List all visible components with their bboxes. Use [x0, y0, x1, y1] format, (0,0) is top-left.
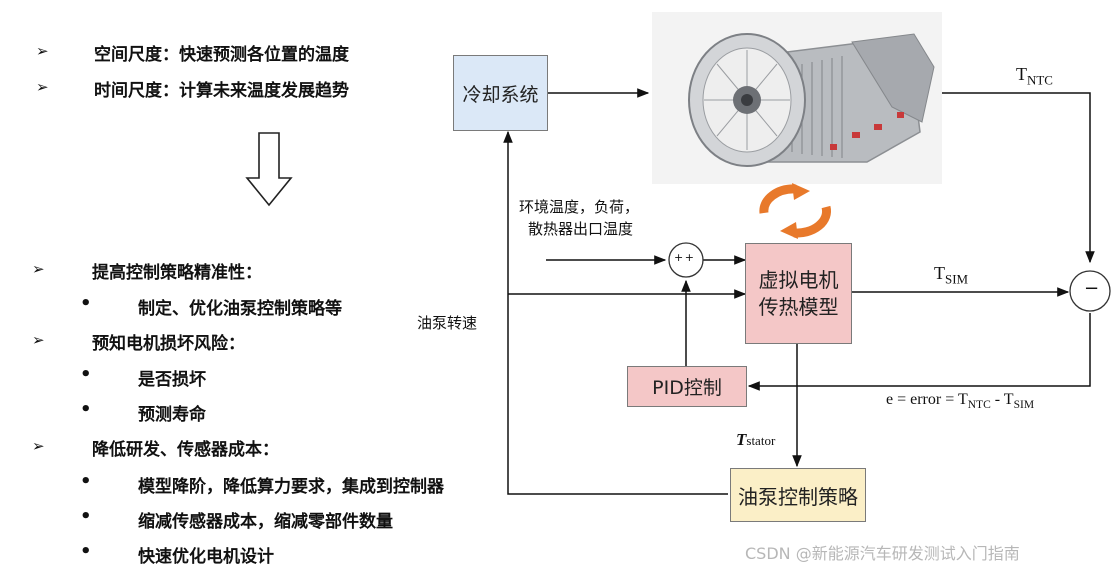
- t-sim-label: TSIM: [934, 263, 969, 287]
- bullet-marker: •: [80, 364, 92, 385]
- thermal-model-label-line2: 传热模型: [758, 294, 839, 319]
- bullet-marker: •: [80, 293, 92, 314]
- env-inputs-label-line1: 环境温度，负荷，: [519, 198, 640, 216]
- list-item: 预知电机损坏风险：: [92, 334, 245, 354]
- list-item: 预测寿命: [138, 405, 206, 425]
- list-item: 模型降阶，降低算力要求，集成到控制器: [138, 477, 444, 497]
- cooling-system-box: 冷却系统: [453, 55, 548, 131]
- list-item: 提高控制策略精准性：: [92, 263, 262, 283]
- thermal-model-box: 虚拟电机 传热模型: [745, 243, 852, 344]
- bullet-marker: •: [80, 399, 92, 420]
- bullet-marker: ➢: [36, 78, 49, 96]
- list-item: 快速优化电机设计: [138, 547, 274, 567]
- bullet-marker: ➢: [32, 331, 45, 349]
- compare-junction-sign: −: [1084, 278, 1100, 299]
- bullet-marker: •: [80, 506, 92, 527]
- pump-speed-label: 油泵转速: [417, 314, 478, 332]
- pump-strategy-label: 油泵控制策略: [738, 484, 858, 509]
- watermark: CSDN @新能源汽车研发测试入门指南: [745, 544, 1020, 563]
- bullet-marker: •: [80, 471, 92, 492]
- bullet-spatial-scale: 空间尺度：快速预测各位置的温度: [94, 45, 349, 65]
- list-item: 缩减传感器成本，缩减零部件数量: [138, 512, 393, 532]
- sum-junction-signs: + +: [674, 251, 694, 264]
- cooling-system-label: 冷却系统: [462, 83, 539, 106]
- sum-junction: [668, 242, 704, 278]
- compare-junction: [1069, 270, 1111, 312]
- list-item: 降低研发、传感器成本：: [92, 440, 279, 460]
- bullet-marker: ➢: [36, 42, 49, 60]
- bullet-marker: •: [80, 541, 92, 562]
- bullet-marker: ➢: [32, 437, 45, 455]
- thermal-model-label-line1: 虚拟电机: [758, 267, 839, 292]
- down-arrow-icon: [245, 132, 293, 207]
- motor-image: [652, 12, 942, 184]
- pump-strategy-box: 油泵控制策略: [730, 468, 866, 522]
- pid-control-box: PID控制: [627, 366, 747, 407]
- pid-control-label: PID控制: [652, 377, 722, 399]
- error-label: e = error = TNTC - TSIM: [886, 391, 1035, 412]
- bullet-time-scale: 时间尺度：计算未来温度发展趋势: [94, 81, 349, 101]
- t-stator-label: Tstator: [736, 430, 776, 449]
- bullet-marker: ➢: [32, 260, 45, 278]
- loop-arrows-icon: [759, 183, 831, 239]
- list-item: 是否损坏: [138, 370, 206, 390]
- list-item: 制定、优化油泵控制策略等: [138, 299, 342, 319]
- env-inputs-label-line2: 散热器出口温度: [528, 220, 634, 238]
- t-ntc-label: TNTC: [1016, 64, 1053, 88]
